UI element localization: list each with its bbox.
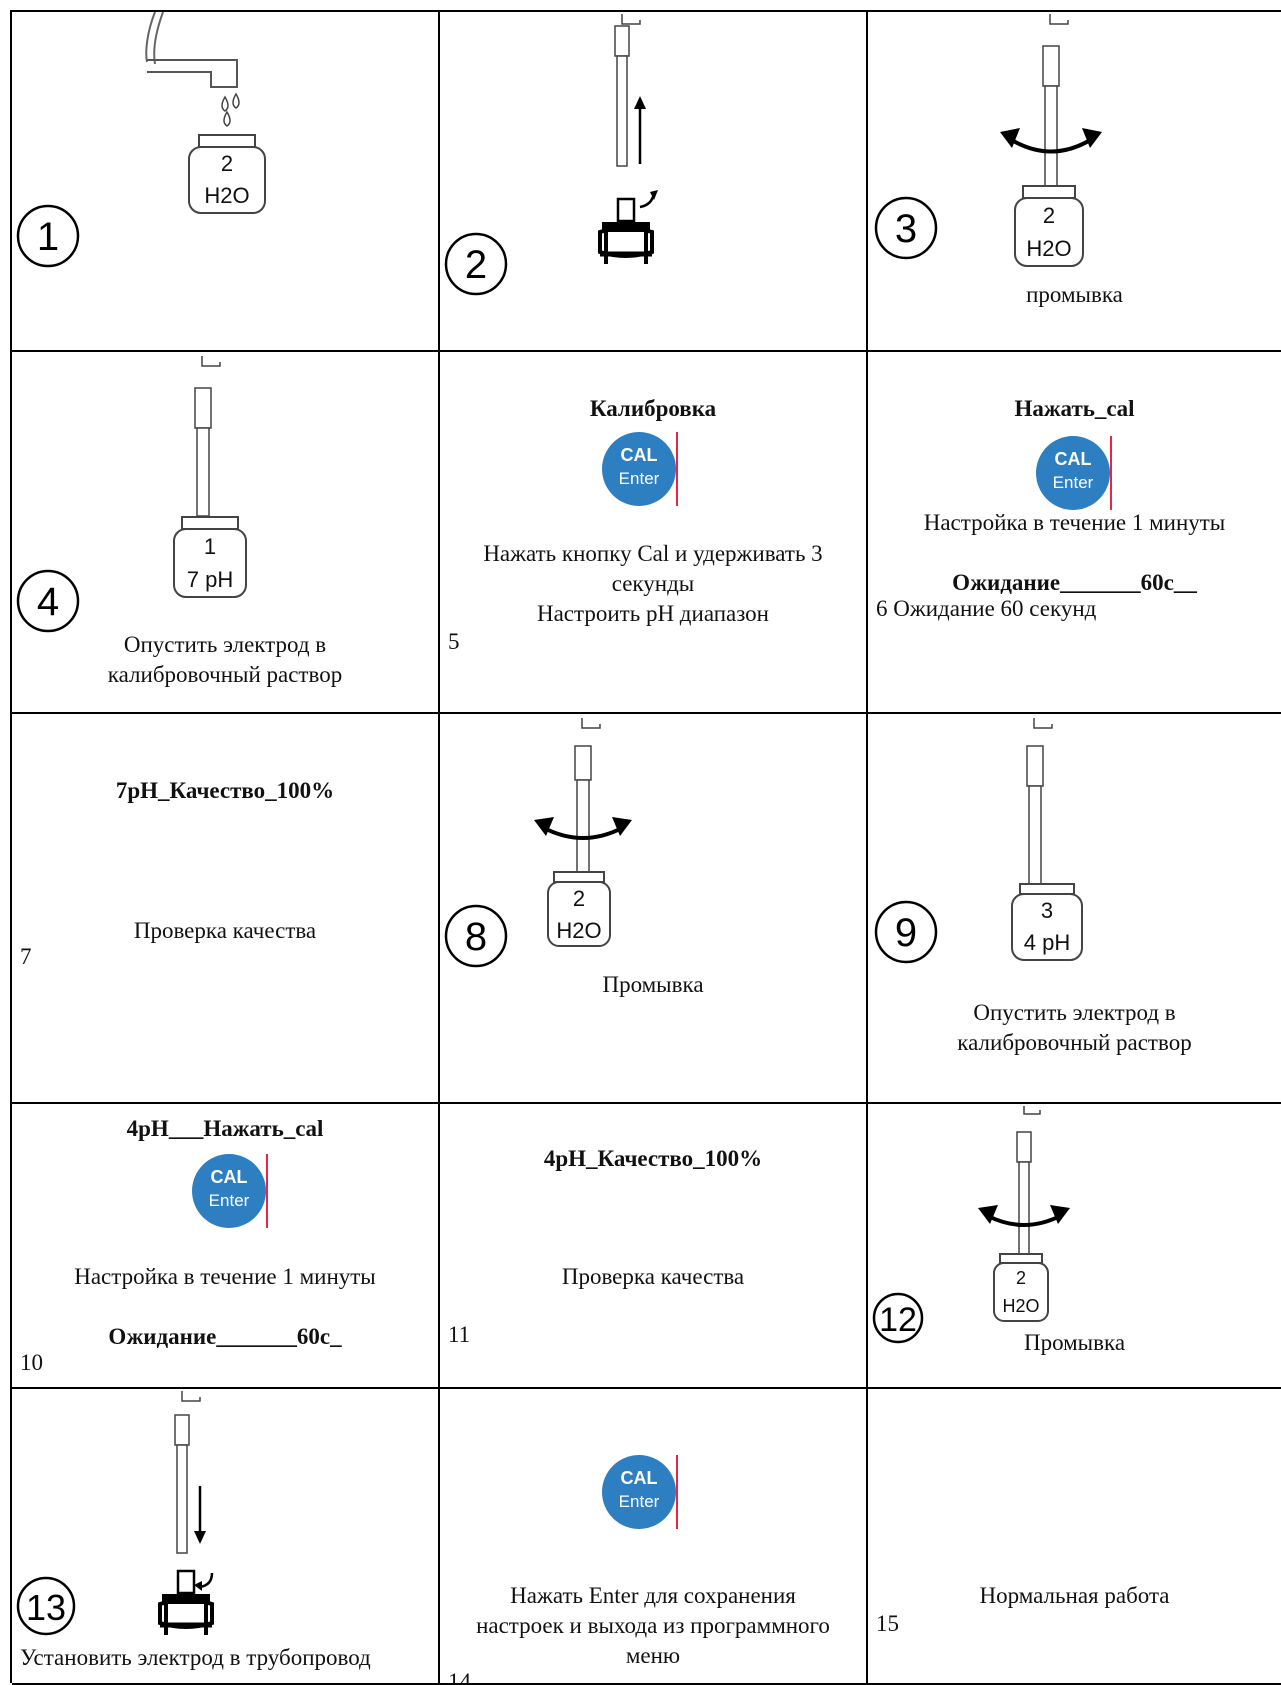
step-13-cell: 13 Установить электрод в трубопровод [12,1389,440,1685]
svg-text:8: 8 [465,915,487,959]
step-badge: 2 [444,232,508,296]
jar-number: 1 [204,534,216,559]
step-number: 14 [448,1669,471,1685]
svg-text:2: 2 [465,243,487,287]
step-2-cell: 2 [440,12,868,352]
step-caption: Установить электрод в трубопровод [20,1645,371,1670]
step-badge: 1 [16,204,80,268]
step-wait-line: Ожидание_______60c_ [108,1324,342,1349]
step-number: 11 [448,1322,471,1347]
jar-number: 2 [1016,1268,1026,1288]
svg-text:12: 12 [879,1301,917,1339]
svg-text:3: 3 [895,207,917,251]
step-number: 7 [20,944,32,969]
jar-icon: 2 H2O [1014,185,1084,267]
svg-text:13: 13 [26,1587,66,1628]
step-4-cell: 1 7 pH 4 Опустить электрод в калибровочн… [12,352,440,714]
jar-number: 2 [221,151,233,176]
electrode-in-jar-icon [1026,718,1053,887]
step-text-line: Настройка в течение 1 минуты [923,510,1226,535]
jar-label: 7 pH [187,567,233,592]
step-text-line: меню [625,1643,681,1668]
step-15-cell: Нормальная работа 15 [868,1389,1281,1685]
step-text-line: Настройка в течение 1 минуты [74,1264,376,1289]
step-9-cell: 3 4 pH 9 Опустить электрод в калибровочн… [868,714,1281,1104]
jar-icon: 1 7 pH [173,516,247,598]
step-title: 4pH_Качество_100% [543,1146,763,1171]
step-text-line: Нажать кнопку Cal и удерживать 3 [483,541,823,566]
svg-text:4: 4 [37,580,59,624]
step-title: Нажать_cal [1014,396,1135,421]
jar-label: H2O [1026,236,1071,261]
jar-number: 2 [573,886,585,911]
step-caption-line: калибровочный раствор [107,662,343,687]
step-number-text: 6 Ожидание 60 секунд [876,596,1097,621]
electrode-rinse-icon [978,1106,1070,1255]
step-number: 15 [876,1611,899,1636]
step-caption: Промывка [1023,1330,1126,1355]
jar-label: H2O [556,918,601,943]
electrode-install-icon [158,1391,214,1635]
step-badge: 12 [872,1292,924,1344]
step-text-line: настроек и выхода из программного [476,1613,830,1638]
step-text-line: Нормальная работа [979,1583,1170,1608]
step-3-cell: 2 H2O 3 промывка [868,12,1281,352]
electrode-rinse-icon [1000,14,1102,187]
step-12-cell: 2 H2O 12 Промывка [868,1104,1281,1389]
step-badge: 9 [874,900,938,964]
step-caption: промывка [1026,282,1123,307]
svg-text:9: 9 [895,911,917,955]
calibration-steps-table: 2 H2O 1 2 [10,10,1281,1685]
step-7-cell: 7pH_Качество_100% Проверка качества 7 [12,714,440,1104]
step-wait-line: Ожидание_______60c__ [952,570,1197,595]
step-11-cell: 4pH_Качество_100% Проверка качества 11 [440,1104,868,1389]
step-text-line: Проверка качества [561,1264,745,1289]
jar-icon: 2 H2O [993,1253,1049,1322]
step-caption-line: Опустить электрод в [123,632,327,657]
step-title: 4pH___Нажать_cal [126,1116,324,1141]
step-text-line: секунды [611,571,695,596]
step-1-cell: 2 H2O 1 [12,12,440,352]
jar-number: 3 [1041,898,1053,923]
jar-number: 2 [1043,203,1055,228]
electrode-in-jar-icon [194,356,221,517]
step-badge: 13 [16,1576,76,1636]
step-caption-line: калибровочный раствор [957,1030,1192,1055]
step-8-cell: 2 H2O 8 Промывка [440,714,868,1104]
step-text-line: Проверка качества [133,918,317,943]
step-number: 10 [20,1350,43,1375]
step-badge: 3 [874,196,938,260]
jar-label: 4 pH [1024,930,1070,955]
step-title: 7pH_Качество_100% [115,778,335,803]
step-caption-line: Опустить электрод в [973,1000,1176,1025]
jar-icon: 3 4 pH [1011,883,1083,961]
jar-icon: 2 H2O [188,134,266,214]
faucet-drops-icon [145,12,240,127]
svg-text:1: 1 [37,215,59,259]
step-badge: 4 [16,569,80,633]
jar-icon: 2 H2O [547,871,611,947]
jar-label: H2O [204,183,249,208]
step-caption: Промывка [602,972,704,997]
jar-label: H2O [1002,1296,1039,1316]
step-badge: 8 [444,904,508,968]
electrode-removal-icon [598,14,658,264]
step-number: 5 [448,629,460,654]
step-title: Калибровка [589,396,717,421]
step-text-line: Нажать Enter для сохранения [510,1583,796,1608]
electrode-rinse-icon [534,718,632,877]
step-text-line: Настроить pH диапазон [536,601,769,626]
